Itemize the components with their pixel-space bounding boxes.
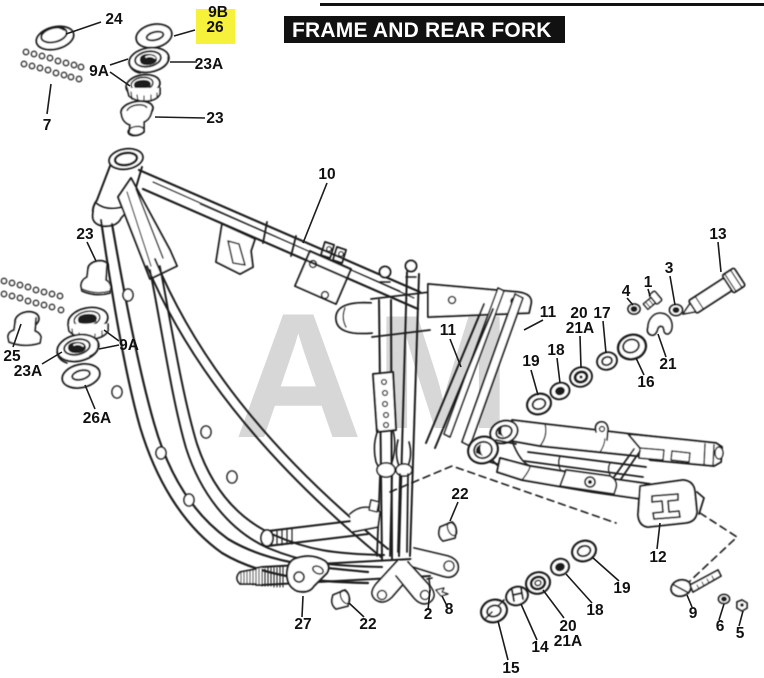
svg-text:12: 12 [649,549,666,566]
svg-text:21: 21 [659,356,677,373]
svg-text:19: 19 [522,353,540,370]
svg-text:16: 16 [637,374,655,391]
svg-text:15: 15 [502,660,520,677]
svg-text:20: 20 [570,305,587,322]
svg-text:10: 10 [318,166,335,183]
svg-text:4: 4 [622,283,631,300]
svg-text:20: 20 [559,618,576,635]
svg-text:6: 6 [716,618,725,635]
svg-text:26: 26 [206,19,224,36]
svg-text:1: 1 [644,274,653,291]
svg-text:17: 17 [593,305,610,322]
svg-text:26A: 26A [83,410,111,427]
svg-text:9B: 9B [208,4,228,21]
svg-text:11: 11 [440,322,457,339]
svg-text:11: 11 [540,304,557,321]
svg-text:9A: 9A [89,63,109,80]
svg-text:2: 2 [424,606,433,623]
svg-text:21A: 21A [554,633,582,650]
svg-text:22: 22 [359,616,376,633]
svg-text:5: 5 [736,625,745,642]
svg-text:27: 27 [294,616,311,633]
svg-text:FRAME AND REAR FORK: FRAME AND REAR FORK [292,19,552,42]
svg-text:23: 23 [206,110,224,127]
svg-text:25: 25 [3,348,21,365]
svg-text:23A: 23A [14,363,42,380]
svg-text:24: 24 [105,11,123,28]
svg-text:22: 22 [451,486,468,503]
svg-text:9: 9 [689,605,698,622]
svg-text:13: 13 [709,226,727,243]
svg-text:7: 7 [43,117,52,134]
svg-text:8: 8 [445,601,454,618]
svg-text:18: 18 [586,602,604,619]
svg-text:18: 18 [547,342,565,359]
svg-text:23: 23 [76,226,94,243]
svg-text:9A: 9A [119,337,139,354]
svg-text:19: 19 [613,580,631,597]
svg-text:23A: 23A [195,56,223,73]
svg-text:3: 3 [665,260,674,277]
svg-text:14: 14 [531,639,549,656]
svg-text:21A: 21A [566,320,594,337]
